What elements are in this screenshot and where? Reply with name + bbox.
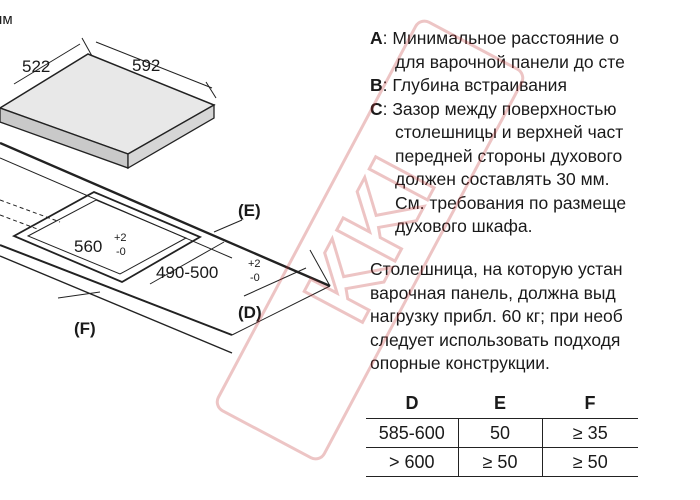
table-cell: ≥ 50 bbox=[541, 447, 638, 477]
legend-c-line5: См. требования по размеще bbox=[395, 192, 627, 213]
header-f: F bbox=[584, 392, 596, 413]
width-dimension-line bbox=[95, 41, 213, 89]
cutout-width-tol-minus: -0 bbox=[116, 246, 126, 258]
legend-a-line2: для варочной панели до сте bbox=[395, 51, 625, 72]
table-cell: 50 bbox=[457, 418, 542, 448]
cutout-width-tol-plus: +2 bbox=[114, 232, 127, 244]
cutout-depth-label: 490-500 bbox=[156, 263, 218, 282]
cutout-depth-tol-plus: +2 bbox=[248, 258, 261, 270]
table-header-row: D E F bbox=[366, 388, 638, 419]
note-line4: следует использовать подходя bbox=[370, 329, 621, 350]
table-cell: ≥ 50 bbox=[457, 447, 542, 477]
unit-label: мм bbox=[0, 11, 13, 28]
table-row: > 600 ≥ 50 ≥ 50 bbox=[366, 447, 638, 477]
legend: A: Минимальное расстояние о для варочной… bbox=[370, 27, 626, 239]
depth-dimension-line bbox=[13, 43, 81, 85]
table-cell: > 600 bbox=[366, 447, 458, 477]
cutout-outline bbox=[11, 191, 203, 284]
legend-b-line1: B: Глубина встраивания bbox=[370, 75, 567, 95]
legend-a-line1: A: Минимальное расстояние о bbox=[370, 28, 620, 48]
legend-c-line4: должен составлять 30 мм. bbox=[395, 169, 610, 189]
cutout-depth-dimension-line bbox=[149, 241, 225, 285]
hob-illustration bbox=[0, 53, 216, 170]
legend-c-line6: духового шкафа. bbox=[395, 216, 533, 236]
label-d: (D) bbox=[238, 303, 262, 322]
table-cell: 585-600 bbox=[366, 418, 458, 448]
clearance-table: D E F 585-600 50 ≥ 35 > 600 ≥ 50 ≥ 50 bbox=[366, 388, 638, 477]
legend-a-label: A bbox=[370, 28, 383, 48]
table-row: 585-600 50 ≥ 35 bbox=[366, 418, 638, 448]
countertop-load-note: Столешница, на которую устан варочная па… bbox=[370, 258, 623, 376]
legend-c-label: C bbox=[370, 98, 383, 119]
note-line3: нагрузку прибл. 60 кг; при необ bbox=[370, 306, 623, 326]
header-d: D bbox=[405, 392, 419, 413]
table-cell: ≥ 35 bbox=[541, 418, 638, 448]
legend-c-line1: C: Зазор между поверхностью bbox=[370, 98, 617, 119]
cutout-depth-tol-minus: -0 bbox=[250, 272, 260, 284]
dimension-f-line bbox=[57, 291, 101, 299]
dimension-e-line bbox=[213, 219, 243, 233]
dimension-d-line bbox=[243, 267, 307, 297]
header-e: E bbox=[493, 392, 506, 413]
legend-c-line3: передней стороны духового bbox=[395, 145, 623, 166]
installation-diagram: мм 522 592 560 +2 -0 490-500 +2 -0 (E) (… bbox=[0, 11, 331, 354]
width-label: 592 bbox=[132, 56, 160, 75]
note-line1: Столешница, на которую устан bbox=[370, 259, 623, 279]
legend-b-label: B bbox=[370, 75, 383, 95]
depth-label: 522 bbox=[22, 57, 50, 76]
note-line5: опорные конструкции. bbox=[370, 353, 550, 373]
note-line2: варочная панель, должна выд bbox=[370, 282, 616, 303]
legend-c-line2: столешницы и верхней част bbox=[395, 122, 624, 142]
countertop bbox=[0, 141, 331, 354]
label-f: (F) bbox=[74, 319, 96, 338]
label-e: (E) bbox=[238, 201, 261, 220]
cutout-width-label: 560 bbox=[74, 237, 102, 256]
